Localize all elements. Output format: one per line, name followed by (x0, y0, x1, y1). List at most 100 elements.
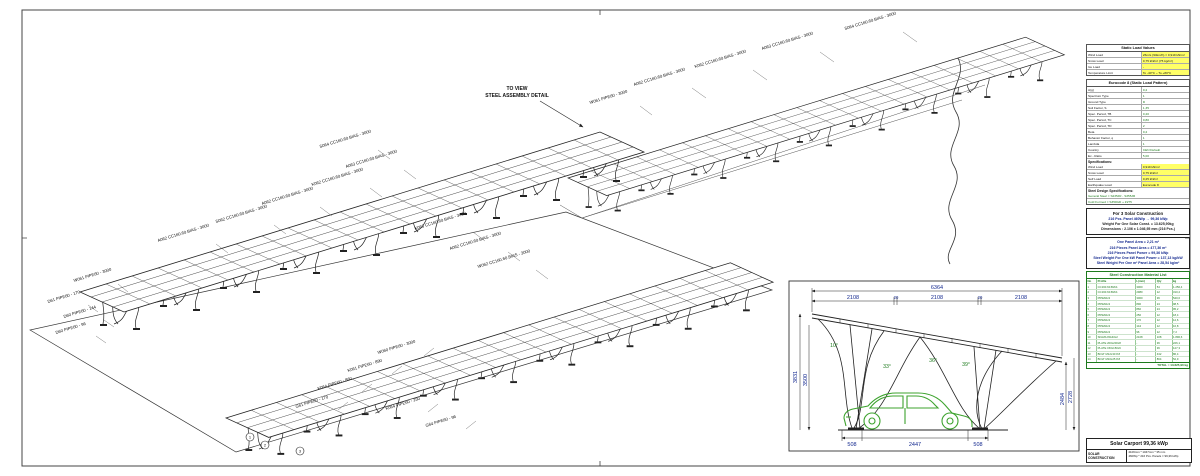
assembly-note-arrow (539, 100, 584, 128)
cell-profile: BOLT M10x25 8.8 (1096, 357, 1135, 362)
cell-qty: 36 (1155, 340, 1171, 345)
table-row: Temperature Limit To -40°C ~ To +80°C (1087, 69, 1189, 75)
cell-weight: 18,4 (1171, 312, 1190, 318)
table-row: Soil Factor, S 1,35 (1087, 104, 1189, 110)
company-name: SOLAR CONSTRUCTION (1087, 450, 1128, 462)
cell-qty: 108 (1155, 334, 1171, 340)
table-row: 11 PLATE 200x200x8 - 36 226,1 (1087, 339, 1189, 345)
cell-qty: 12 (1155, 290, 1171, 295)
row-label: Spectrum Type (1088, 93, 1109, 98)
row-label: Spec. Period, TC (1088, 117, 1112, 122)
part-label: D61 PIPE60 - 170 (47, 289, 81, 304)
part-label: S064 CC160.60.BIAS - 3000 (844, 10, 897, 31)
cell-weight: 98,5 (1171, 301, 1190, 306)
part-label: K061 PIPE60 - 890 (347, 357, 383, 372)
table-row: Snow Load 0,75 kN/m² (1087, 169, 1189, 175)
table-row: 3 PIPE60x3 3000 36 540,0 (1087, 294, 1190, 301)
row-value: 0,2 (1140, 87, 1189, 92)
row-label: Wind Load (1088, 164, 1103, 169)
angle-brace-33: 33° (883, 364, 891, 370)
table-row: Spec. Period, TD 2 (1087, 122, 1189, 128)
cell-no: 2 (1087, 290, 1090, 295)
carport-row-front (226, 263, 773, 455)
static-load-rows: Wind Load 26m/s (94km/h) = 0,919 kN/m² S… (1087, 52, 1189, 75)
cell-profile: PIPE60x3 (1096, 329, 1135, 334)
part-label: A063 CC160.60.BIAS - 3000 (761, 30, 814, 51)
table-row: Ground Type D (1087, 98, 1189, 104)
table-row: Snow Load 0,75 kN/m² (75 kg/m²) (1087, 57, 1189, 63)
table-row: Self Load 0,25 kN/m² (1087, 175, 1189, 181)
dim-left-inner-height: 3500 (803, 374, 809, 386)
table-row: Beta 0,2 (1087, 128, 1189, 134)
cell-length: 3000 (1134, 284, 1155, 290)
cell-length: - (1134, 351, 1155, 357)
cell-weight: 95,2 (1171, 306, 1190, 312)
cell-qty: 12 (1155, 323, 1171, 329)
part-label: D60 PIPE60 - 96 (55, 321, 87, 335)
row-label: Spec. Period, TD (1088, 123, 1112, 128)
balloon-circle (295, 446, 305, 456)
cell-length: 170 (1134, 318, 1155, 323)
part-label: D60 PIPE60 - 144 (63, 304, 97, 319)
row-value: 5,00 (1140, 153, 1189, 158)
table-row: 10 SIGMA 80x40x2 2108 108 1.890,6 (1087, 333, 1189, 340)
steel-design-rows: General Steel = S235JR - S355JR Cold For… (1087, 193, 1189, 204)
panel-dimensions-line: 2106mm * 1047mm * 35 mm (1128, 450, 1166, 454)
cell-weight: 540,0 (1171, 295, 1190, 301)
balloon-number: 1 (249, 435, 252, 440)
table-row: Lambda 1 (1087, 140, 1189, 146)
row-value: Eurocode 8 (1140, 182, 1189, 187)
row-value: 0,25 kN/m² (1140, 176, 1189, 181)
cell-no: 1 (1087, 284, 1090, 289)
balloon-number: 2 (264, 443, 267, 448)
table-row: Country CEN Default (1087, 146, 1189, 152)
row-value: 1 (1140, 135, 1189, 140)
cell-weight: 310,2 (1171, 290, 1190, 295)
cell-qty: 36 (1155, 346, 1171, 351)
part-label: A062 CC160.60.BIAS - 3000 (633, 66, 686, 87)
table-row: Wind Load 0,919 kN/m² (1087, 164, 1189, 169)
table-row: A(g) 0,2 (1087, 87, 1189, 92)
row-value: 26m/s (94km/h) = 0,919 kN/m² (1140, 52, 1189, 57)
construction-summary-box: For 3 Solar Construction 216 Pcs. Panel … (1086, 208, 1190, 235)
cell-qty: 864 (1155, 357, 1171, 362)
cell-weight: 7,2 (1171, 329, 1190, 334)
specifications-rows: Wind Load 0,919 kN/m² Snow Load 0,75 kN/… (1087, 164, 1189, 187)
cell-profile: PLATE 200x200x8 (1096, 340, 1135, 345)
angle-brace-36: 36° (929, 358, 937, 364)
row-label: Earthquake Load (1088, 182, 1112, 187)
row-label: Ec - Ratio (1088, 153, 1102, 158)
part-label: A062 CC160.60.BIAS - 3000 (449, 230, 502, 251)
table-row: Behavior Factor, q 1 (1087, 134, 1189, 140)
part-label: S064 CC160.60.BIAS - 3000 (319, 128, 372, 149)
row-label: Country (1088, 147, 1099, 152)
drawing-title: Solar Carport 99,36 kWp (1087, 439, 1191, 450)
dim-bottom-span: 2447 (909, 442, 921, 448)
cell-weight: 52,9 (1171, 357, 1190, 362)
header-length: L(mm) (1134, 278, 1155, 284)
cell-profile: BOLT M12x30 8.8 (1096, 351, 1135, 357)
cell-qty: 24 (1155, 306, 1171, 312)
material-list-total: TOTAL = 13.625,90 kg (1087, 361, 1189, 368)
cell-length: 890 (1134, 301, 1155, 306)
header-profile: Profile (1096, 278, 1135, 284)
balloon-callouts: 1 2 3 (245, 432, 305, 456)
balloon-number: 3 (299, 449, 302, 454)
dim-segment: 2108 (931, 295, 943, 301)
dim-right-inner-height: 2484 (1060, 393, 1066, 405)
table-row: 12 PLATE 150x150x6 - 36 127,3 (1087, 345, 1189, 351)
cell-length: 96 (1134, 329, 1155, 334)
dim-gap: 20 (978, 295, 983, 300)
cell-no: 10 (1087, 335, 1091, 340)
row-value: 2 (1140, 123, 1189, 128)
row-value: 0,75 kN/m² (1140, 170, 1189, 175)
part-label: G64 PIPE60 - 96 (425, 414, 457, 428)
cell-length: - (1134, 346, 1155, 351)
row-value: CEN Default (1140, 147, 1189, 152)
balloon-circle (260, 440, 270, 450)
material-list-table: Steel Construction Material List No Prof… (1086, 270, 1190, 369)
panel-metric-line: 216 Pieces Panel Area = 477,36 m² (1109, 245, 1167, 250)
cell-profile: PIPE60x3 (1096, 301, 1135, 306)
cell-weight: 12,6 (1171, 318, 1190, 323)
row-value: 0,80 (1140, 117, 1189, 122)
